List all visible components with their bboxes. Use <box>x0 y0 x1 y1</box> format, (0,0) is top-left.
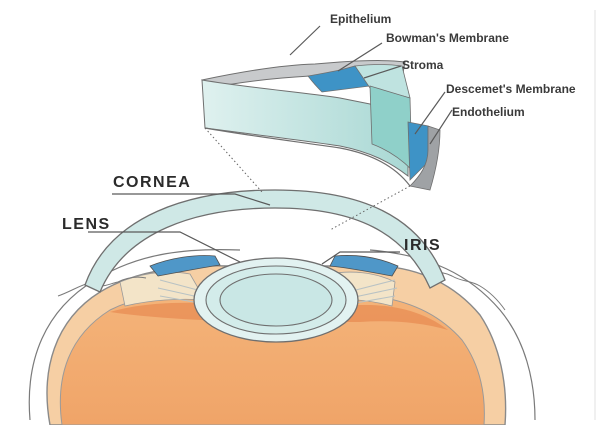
label-endothelium: Endothelium <box>452 105 525 119</box>
lens-nucleus <box>220 274 332 326</box>
label-stroma: Stroma <box>402 58 444 72</box>
label-lens: LENS <box>62 216 111 233</box>
leader-epithelium <box>290 26 320 55</box>
zoom-connector-left <box>205 128 262 192</box>
label-bowmans-membrane: Bowman's Membrane <box>386 31 509 45</box>
cornea-layers-inset <box>202 61 440 191</box>
leader-endothelium <box>430 110 452 144</box>
label-epithelium: Epithelium <box>330 12 391 26</box>
label-iris: IRIS <box>404 237 441 254</box>
label-cornea: CORNEA <box>113 174 191 191</box>
lens <box>194 258 358 342</box>
label-descemets-membrane: Descemet's Membrane <box>446 82 576 96</box>
